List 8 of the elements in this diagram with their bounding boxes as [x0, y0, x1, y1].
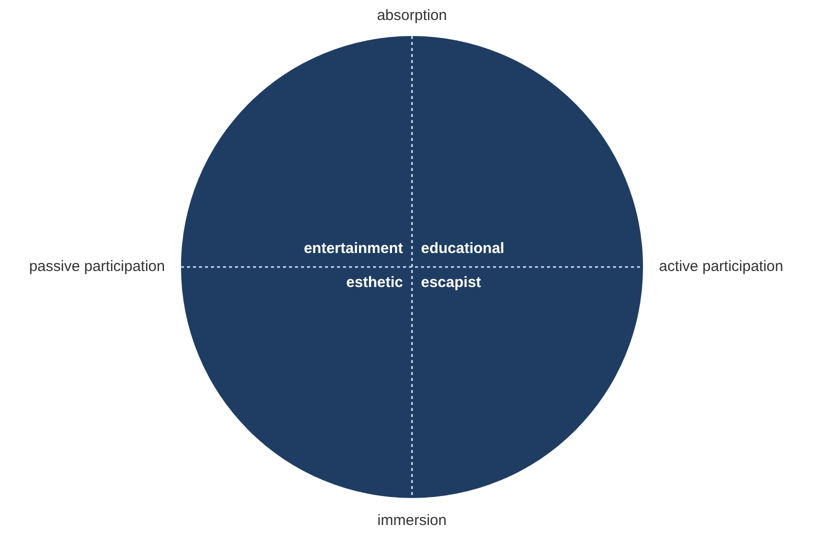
axis-label: passive participation: [29, 258, 165, 276]
axis-label: absorption: [376, 7, 448, 25]
quadrant-label: esthetic: [346, 274, 403, 292]
axis-label: active participation: [659, 258, 784, 276]
axis-label: immersion: [377, 512, 447, 530]
quadrant-label: entertainment: [304, 240, 403, 258]
quadrant-label: escapist: [421, 274, 482, 292]
quadrant-label: educational: [421, 240, 504, 258]
